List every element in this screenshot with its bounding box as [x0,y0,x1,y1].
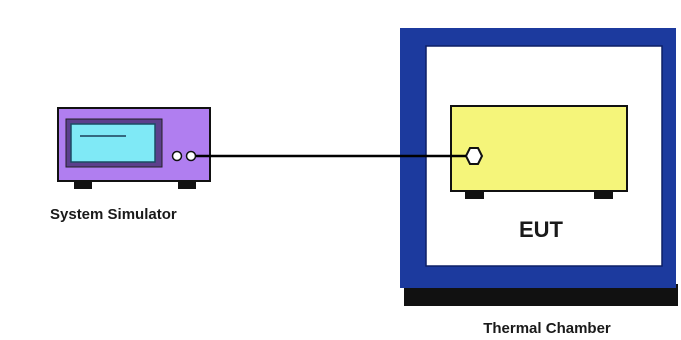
simulator-screen [70,123,156,163]
system-simulator-label: System Simulator [50,206,177,223]
simulator-port-icon [185,150,197,162]
thermal-chamber-label: Thermal Chamber [483,320,611,337]
simulator-foot-left [74,180,92,189]
eut-body [450,105,628,192]
system-simulator [57,107,211,189]
chamber-base [404,284,678,306]
simulator-port-icon [171,150,183,162]
eut [450,105,628,199]
eut-label: EUT [519,217,564,242]
eut-port-icon [464,147,484,165]
eut-foot-left [465,189,484,199]
eut-foot-right [594,189,613,199]
simulator-foot-right [178,180,196,189]
